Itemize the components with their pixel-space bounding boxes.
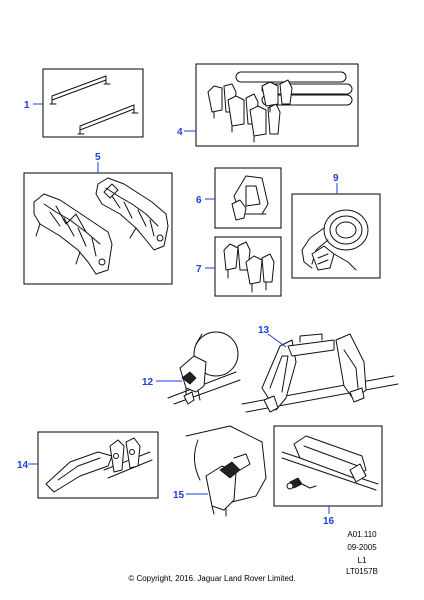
part-1-roof-bars: 1 — [24, 68, 144, 138]
callout-5: 5 — [95, 152, 101, 163]
callout-6: 6 — [196, 195, 202, 206]
part-7-clamp-set: 7 — [196, 236, 282, 297]
callout-15: 15 — [173, 490, 185, 501]
callout-1: 1 — [24, 100, 30, 111]
callout-12: 12 — [142, 377, 154, 388]
part-14-ski-carrier: 14 — [17, 431, 159, 499]
reference-code: A01.110 — [347, 530, 377, 539]
illustration-code: LT0157B — [346, 567, 378, 576]
part-16-ski-rack: 16 — [273, 425, 383, 527]
callout-14: 14 — [17, 460, 29, 471]
level-code: L1 — [357, 556, 367, 565]
part-4-carrier-set: 4 — [177, 63, 359, 147]
callout-16: 16 — [323, 516, 335, 527]
callout-13: 13 — [258, 325, 270, 336]
part-6-lock-bracket: 6 — [196, 167, 282, 229]
callout-4: 4 — [177, 127, 183, 138]
part-9-strap: 9 — [291, 173, 381, 279]
callout-9: 9 — [333, 173, 339, 184]
part-12-rod-holder: 12 — [142, 331, 241, 405]
part-13-kayak-carrier: 13 — [241, 325, 399, 413]
issue-date: 09-2005 — [347, 543, 377, 552]
callout-7: 7 — [196, 264, 202, 275]
part-5-bike-carriers: 5 — [23, 152, 173, 285]
copyright-notice: © Copyright, 2016. Jaguar Land Rover Lim… — [128, 574, 296, 583]
part-15-adaptor-clip: 15 — [173, 425, 267, 517]
